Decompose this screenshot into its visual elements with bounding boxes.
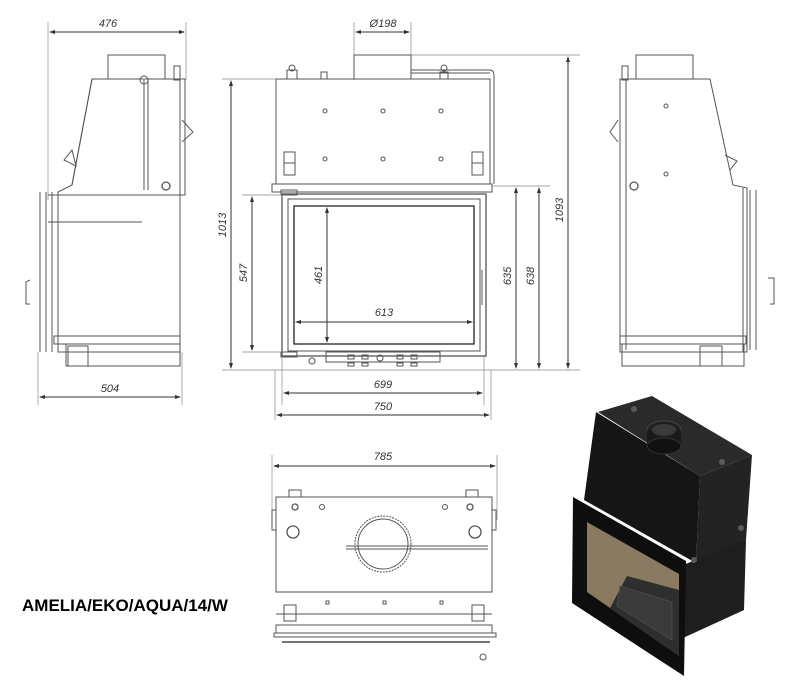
dim-top-depth: 476 xyxy=(99,18,118,30)
model-title: AMELIA/EKO/AQUA/14/W xyxy=(22,596,228,615)
dim-glass-height: 461 xyxy=(313,266,325,284)
dim-flue-diameter: Ø198 xyxy=(369,18,398,30)
dim-body-width: 750 xyxy=(374,401,393,413)
dim-bottom-depth: 504 xyxy=(101,383,119,395)
dim-glass-width: 613 xyxy=(375,307,394,319)
dim-door-height: 547 xyxy=(238,263,250,282)
top-view xyxy=(271,455,498,661)
dim-body-height: 1013 xyxy=(217,212,229,237)
3d-render xyxy=(572,396,752,676)
right-side-view xyxy=(609,54,775,367)
dim-overall-width: 785 xyxy=(374,451,393,463)
dim-frame-height-b: 638 xyxy=(525,266,537,285)
dim-overall-height: 1093 xyxy=(554,197,566,222)
left-side-view xyxy=(25,22,194,405)
dim-door-width: 699 xyxy=(374,379,392,391)
front-view xyxy=(222,22,580,420)
dim-frame-height-a: 635 xyxy=(502,266,514,285)
